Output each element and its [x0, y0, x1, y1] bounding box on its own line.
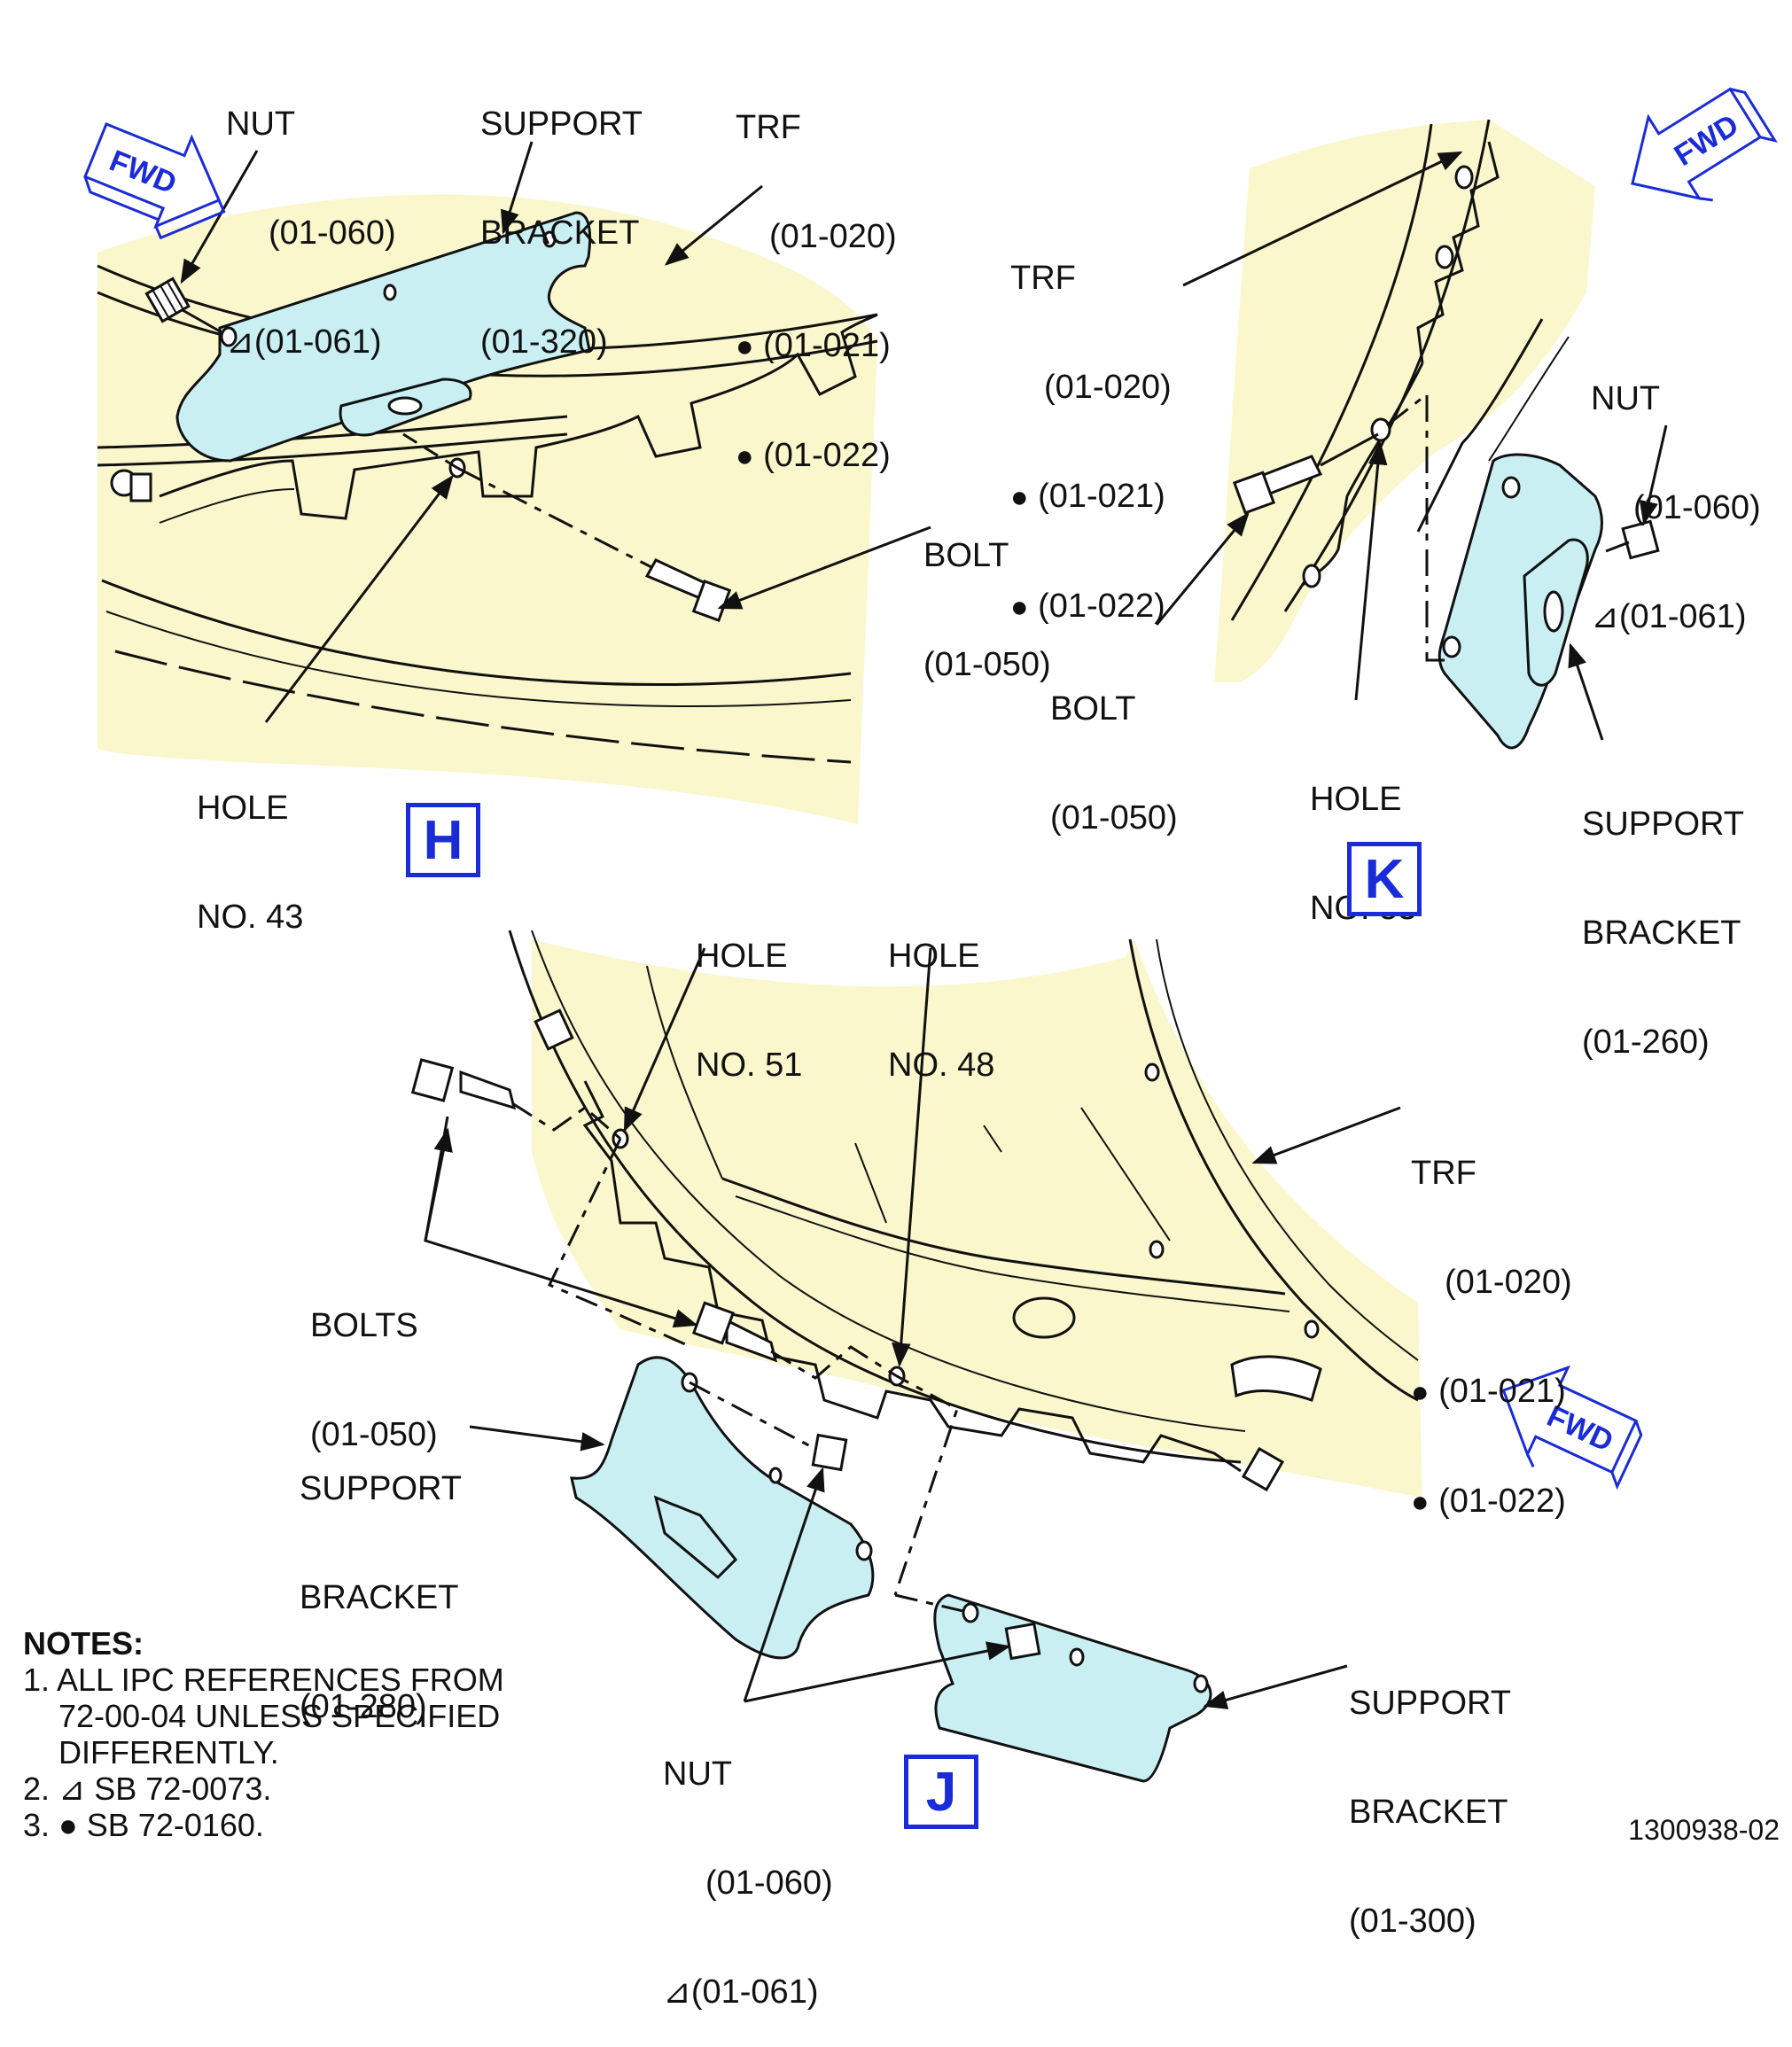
trf-label: TRF [736, 109, 801, 146]
bolt-ref: (01-050) [923, 646, 1051, 683]
bracket-label: BRACKET [480, 214, 640, 252]
note-line: 1. ALL IPC REFERENCES FROM [23, 1662, 504, 1698]
drawing-number: 1300938-02 [1628, 1814, 1780, 1846]
view-h-hole-callout: HOLE NO. 43 [197, 718, 303, 972]
bracket-ref: (01-260) [1582, 1024, 1710, 1061]
bullet-icon: ● [1411, 1375, 1430, 1409]
trf-ref-sb2: (01-022) [763, 437, 891, 474]
note-line: 72-00-04 UNLESS SPECIFIED [23, 1698, 501, 1734]
view-j-trf-callout: TRF (01-020) ● (01-021) ● (01-022) [1411, 1083, 1572, 1557]
support-bracket-280-shape [570, 1356, 875, 1660]
view-h-bolt-callout: BOLT (01-050) [923, 465, 1051, 720]
view-j-support-bracket-280-callout: SUPPORT BRACKET (01-280) [300, 1398, 462, 1762]
nut-ref-sb: (01-061) [690, 1973, 819, 2011]
nut-ref: (01-060) [1633, 489, 1761, 526]
view-j-letter: J [904, 1755, 978, 1829]
trf-ref-sb1: (01-021) [1438, 1373, 1566, 1410]
view-k-trf-callout: TRF (01-020) ● (01-021) ● (01-022) [1010, 188, 1172, 662]
support-bracket-300-shape [933, 1593, 1212, 1783]
bullet-icon: ● [1411, 1485, 1430, 1519]
trf-ref-sb1: (01-021) [763, 327, 891, 364]
view-j-frame-background [532, 939, 1422, 1498]
note-line: 2. ⊿ SB 72-0073. [23, 1771, 272, 1807]
note-line: 3. ● SB 72-0160. [23, 1807, 264, 1843]
trf-ref: (01-020) [1445, 1264, 1572, 1301]
notes-title: NOTES: [23, 1625, 144, 1662]
view-k-drawing [1155, 119, 1668, 750]
fwd-arrow-k: FWD [1631, 87, 1778, 202]
bullet-icon: ● [736, 440, 754, 473]
notes-block: NOTES: 1. ALL IPC REFERENCES FROM 72-00-… [23, 1625, 504, 1843]
view-k-letter: K [1347, 842, 1422, 916]
view-j-nut-callout: NUT (01-060) ⊿(01-061) [663, 1684, 833, 2047]
trf-ref: (01-020) [769, 218, 897, 255]
hole-label: HOLE [696, 938, 788, 975]
support-label: SUPPORT [300, 1470, 463, 1507]
trf-label: TRF [1010, 260, 1076, 297]
bolt-ref: (01-050) [1050, 799, 1178, 837]
trf-label: TRF [1411, 1155, 1476, 1192]
hole-label: HOLE [1310, 781, 1402, 818]
bullet-icon: ● [1010, 590, 1029, 624]
nut-label: NUT [226, 105, 296, 143]
bracket-ref: (01-300) [1349, 1903, 1476, 1940]
view-k-hole-callout: HOLE NO. 53 [1310, 709, 1416, 963]
view-k-support-bracket-callout: SUPPORT BRACKET (01-260) [1582, 734, 1744, 1097]
note-line: DIFFERENTLY. [23, 1734, 279, 1771]
view-j-hole48-callout: HOLE NO. 48 [888, 866, 994, 1120]
bolt-label: BOLT [1050, 690, 1136, 728]
trf-ref: (01-020) [1044, 369, 1172, 406]
bolts-ref: (01-050) [310, 1416, 438, 1453]
bolts-label: BOLTS [310, 1307, 418, 1344]
view-h-letter: H [406, 803, 480, 877]
triangle-icon: ⊿ [1591, 598, 1619, 635]
nut-ref: (01-060) [269, 214, 396, 252]
hole-number: NO. 51 [696, 1047, 803, 1084]
bracket-ref: (01-280) [300, 1688, 427, 1725]
view-j-bolts-callout: BOLTS (01-050) [310, 1235, 438, 1490]
view-h-nut-callout: NUT (01-060) ⊿(01-061) [226, 34, 396, 397]
view-k-frame-background [1214, 120, 1595, 682]
illustration: FWD [83, 87, 1778, 1783]
support-label: SUPPORT [1582, 806, 1745, 843]
view-h-trf-callout: TRF (01-020) ● (01-021) ● (01-022) [736, 37, 897, 511]
bracket-label: BRACKET [300, 1579, 459, 1616]
nut-ref-sb: (01-061) [253, 323, 382, 361]
support-label: SUPPORT [1349, 1685, 1512, 1722]
bullet-icon: ● [1010, 480, 1029, 514]
trf-ref-sb2: (01-022) [1438, 1483, 1566, 1520]
hole-number: NO. 48 [888, 1047, 995, 1084]
nut-label: NUT [1591, 380, 1661, 417]
triangle-icon: ⊿ [226, 323, 254, 361]
nut-ref-sb: (01-061) [1618, 598, 1747, 635]
hole-label: HOLE [888, 938, 980, 975]
nut-label: NUT [663, 1755, 733, 1793]
trf-ref-sb2: (01-022) [1038, 588, 1165, 625]
view-j-support-bracket-300-callout: SUPPORT BRACKET (01-300) [1349, 1613, 1511, 1976]
bolt-label: BOLT [923, 537, 1009, 574]
trf-ref-sb1: (01-021) [1038, 478, 1165, 515]
nut-ref: (01-060) [705, 1864, 833, 1902]
bracket-ref: (01-320) [480, 323, 608, 361]
view-h-drawing [97, 141, 931, 825]
view-j-hole51-callout: HOLE NO. 51 [696, 866, 802, 1120]
triangle-icon: ⊿ [663, 1973, 691, 2011]
bracket-label: BRACKET [1582, 915, 1741, 952]
view-h-support-bracket-callout: SUPPORT BRACKET (01-320) [480, 34, 643, 397]
hole-number: NO. 43 [197, 899, 304, 936]
support-bracket-320-shape [175, 211, 592, 463]
bullet-icon: ● [736, 330, 754, 363]
bracket-label: BRACKET [1349, 1794, 1508, 1831]
support-label: SUPPORT [480, 105, 643, 143]
view-k-bolt-callout: BOLT (01-050) [1050, 619, 1178, 873]
view-j-drawing [410, 930, 1422, 1783]
view-k-nut-callout: NUT (01-060) ⊿(01-061) [1591, 308, 1761, 672]
hole-label: HOLE [197, 790, 289, 827]
